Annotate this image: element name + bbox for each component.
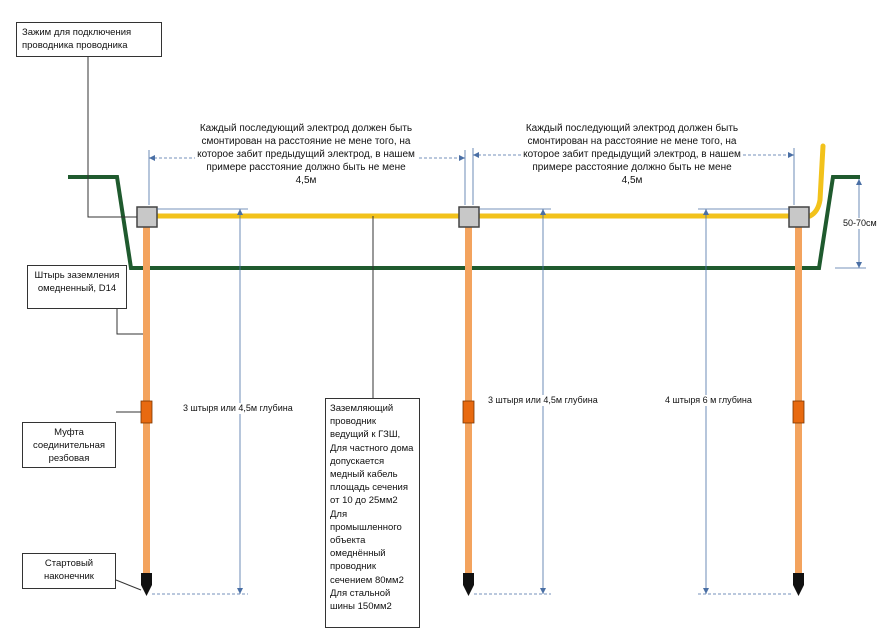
ground-rod-label: Штырь заземления омедненный, D14 xyxy=(27,265,127,309)
depth-label-2: 3 штыря или 4,5м глубина xyxy=(488,395,598,406)
spacing-note-1: Каждый последующий электрод должен быть … xyxy=(195,122,417,187)
clamp-label: Зажим для подключения проводника проводн… xyxy=(16,22,162,57)
ground-trench-line xyxy=(68,175,860,270)
spacing-note-2: Каждый последующий электрод должен быть … xyxy=(521,122,743,187)
starter-tip-label: Стартовый наконечник xyxy=(22,553,116,589)
clamp-2 xyxy=(458,206,480,228)
depth-label-1: 3 штыря или 4,5м глубина xyxy=(183,403,293,414)
leader-lines xyxy=(87,57,374,591)
clamp-3 xyxy=(788,206,810,228)
ground-rod-2 xyxy=(465,218,472,576)
ground-rod-1 xyxy=(143,218,150,576)
trench-depth-label: 50-70см xyxy=(843,218,877,229)
coupling-1 xyxy=(140,400,153,424)
grounding-conductor xyxy=(145,143,826,219)
coupling-3 xyxy=(792,400,805,424)
clamp-1 xyxy=(136,206,158,228)
ground-rod-3 xyxy=(795,218,802,576)
coupling-2 xyxy=(462,400,475,424)
depth-dimension-1 xyxy=(152,208,248,595)
conductor-label: Заземляющий проводник ведущий к ГЗШ, Для… xyxy=(325,398,420,628)
depth-label-3: 4 штыря 6 м глубина xyxy=(665,395,752,406)
coupling-label: Муфта соединительная резбовая xyxy=(22,422,116,468)
starter-tip-1 xyxy=(141,573,152,596)
starter-tip-3 xyxy=(793,573,804,596)
starter-tip-2 xyxy=(463,573,474,596)
